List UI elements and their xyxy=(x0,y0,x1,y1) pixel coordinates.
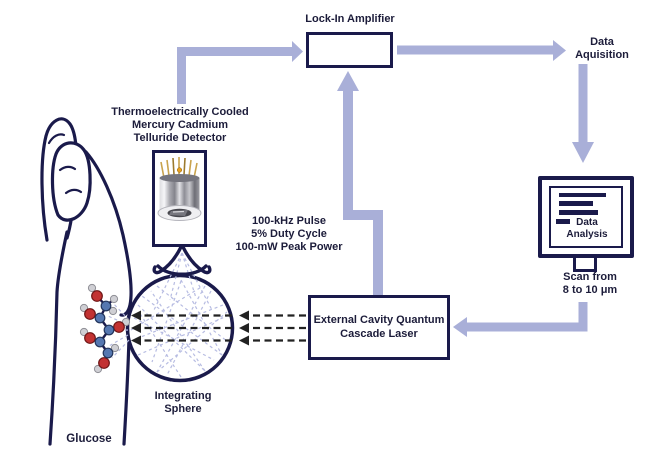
detector-box xyxy=(152,150,207,247)
glucose-label: Glucose xyxy=(66,433,112,445)
lock-in-amplifier-box xyxy=(306,32,393,68)
thumb-nail-line xyxy=(47,133,66,145)
quantum-cascade-laser-box: External Cavity Quantum Cascade Laser xyxy=(308,295,450,360)
finger-crease xyxy=(64,188,83,195)
screen-text-line xyxy=(559,193,606,197)
glucose-molecule xyxy=(79,283,131,374)
laser-beam-arrows xyxy=(131,310,306,346)
arm-left-edge xyxy=(48,230,69,446)
integrating-sphere-label: Integrating Sphere xyxy=(154,390,212,415)
beam-arrowheads xyxy=(131,310,249,346)
data-analysis-label: Data Analysis xyxy=(566,217,608,240)
finger-crease xyxy=(58,165,77,172)
carbon-atoms xyxy=(94,300,115,359)
arrow-detector-to-lockin xyxy=(177,41,303,104)
data-analysis-monitor xyxy=(538,176,634,258)
arrow-laser-to-lockin xyxy=(337,71,383,295)
index-finger-outline xyxy=(50,141,92,222)
signal-arrows xyxy=(177,40,594,337)
laser-pulse-info-label: 100-kHz Pulse 5% Duty Cycle 100-mW Peak … xyxy=(235,215,343,253)
monitor-screen xyxy=(549,186,623,248)
arrow-scan-to-laser xyxy=(453,302,588,337)
lock-in-amplifier-label: Lock-In Amplifier xyxy=(305,13,395,25)
detector-photo xyxy=(157,157,202,221)
screen-text-line xyxy=(559,210,598,215)
laser-label: External Cavity Quantum Cascade Laser xyxy=(313,314,445,340)
arrow-dataacq-to-monitor xyxy=(572,64,594,163)
light-collection-cone xyxy=(152,245,212,276)
scan-range-label: Scan from 8 to 10 μm xyxy=(562,271,618,296)
arm-right-edge xyxy=(122,336,131,446)
screen-text-line xyxy=(556,219,570,224)
data-acquisition-label: Data Aquisition xyxy=(575,36,629,61)
hand-back-edge xyxy=(84,150,133,317)
detector-label: Thermoelectrically Cooled Mercury Cadmiu… xyxy=(111,106,249,144)
detector-bead xyxy=(176,167,183,173)
oxygen-atoms xyxy=(84,290,125,369)
arrow-lockin-to-dataacq xyxy=(397,40,566,61)
hydrogen-atoms xyxy=(79,283,131,374)
hand-illustration xyxy=(40,117,133,446)
screen-text-line xyxy=(559,201,593,206)
